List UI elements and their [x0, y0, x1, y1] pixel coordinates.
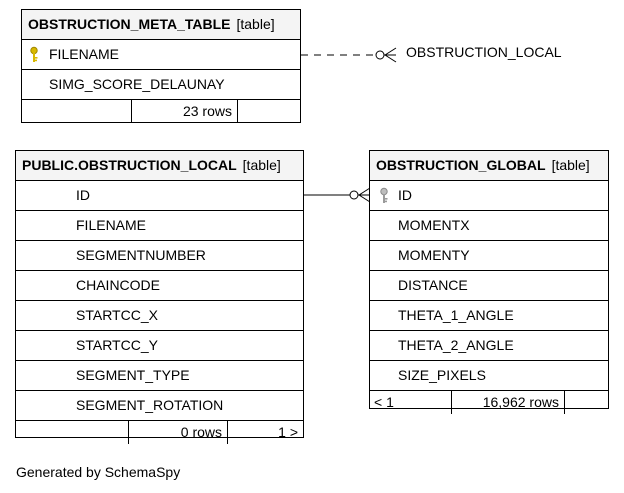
- row-count: 0 rows: [128, 421, 227, 444]
- table-public-obstruction-local[interactable]: PUBLIC.OBSTRUCTION_LOCAL [table] ID FILEN…: [15, 150, 304, 444]
- table-kind: [table]: [242, 157, 281, 173]
- column-row[interactable]: SEGMENT_TYPE: [16, 361, 303, 391]
- column-row[interactable]: SEGMENT_ROTATION: [16, 391, 303, 421]
- table-name: OBSTRUCTION_META_TABLE: [28, 16, 231, 32]
- column-name: STARTCC_Y: [76, 337, 158, 353]
- footer-right: [564, 391, 608, 414]
- column-name: SEGMENT_ROTATION: [76, 397, 224, 413]
- table-name: PUBLIC.OBSTRUCTION_LOCAL: [22, 157, 237, 173]
- column-row[interactable]: STARTCC_Y: [16, 331, 303, 361]
- column-row[interactable]: ID: [370, 181, 608, 211]
- meta-to-external-relationship: [301, 47, 397, 63]
- column-row[interactable]: SIMG_SCORE_DELAUNAY: [22, 70, 300, 100]
- footer-right: [237, 100, 300, 123]
- external-table-reference[interactable]: OBSTRUCTION_LOCAL: [406, 44, 562, 60]
- column-name: MOMENTX: [398, 217, 470, 233]
- column-name: SEGMENT_TYPE: [76, 367, 190, 383]
- table-kind: [table]: [236, 16, 275, 32]
- column-row[interactable]: THETA_1_ANGLE: [370, 301, 608, 331]
- table-name: OBSTRUCTION_GLOBAL: [376, 157, 546, 173]
- table-footer: 23 rows: [22, 100, 300, 123]
- table-header: PUBLIC.OBSTRUCTION_LOCAL [table]: [16, 151, 303, 181]
- column-name: FILENAME: [49, 46, 120, 62]
- column-name: FILENAME: [76, 217, 147, 233]
- column-name: THETA_1_ANGLE: [398, 307, 514, 323]
- local-to-global-relationship: [304, 187, 371, 203]
- column-row[interactable]: THETA_2_ANGLE: [370, 331, 608, 361]
- column-row[interactable]: FILENAME: [16, 211, 303, 241]
- footer-right[interactable]: 1 >: [227, 421, 303, 444]
- key-icon: [30, 46, 38, 62]
- table-header: OBSTRUCTION_GLOBAL [table]: [370, 151, 608, 181]
- column-name: SIZE_PIXELS: [398, 367, 486, 383]
- column-row[interactable]: STARTCC_X: [16, 301, 303, 331]
- column-name: THETA_2_ANGLE: [398, 337, 514, 353]
- column-row[interactable]: FILENAME: [22, 40, 300, 70]
- table-kind: [table]: [551, 157, 590, 173]
- table-footer: 0 rows 1 >: [16, 421, 303, 444]
- column-name: STARTCC_X: [76, 307, 158, 323]
- generated-by-note: Generated by SchemaSpy: [16, 464, 181, 480]
- footer-left: [16, 421, 128, 444]
- column-row[interactable]: DISTANCE: [370, 271, 608, 301]
- table-obstruction-global[interactable]: OBSTRUCTION_GLOBAL [table] ID MOMENTX MOM…: [369, 150, 609, 414]
- column-name: DISTANCE: [398, 277, 468, 293]
- column-row[interactable]: MOMENTY: [370, 241, 608, 271]
- column-row[interactable]: SIZE_PIXELS: [370, 361, 608, 391]
- table-obstruction-meta-table[interactable]: OBSTRUCTION_META_TABLE [table] FILENAME S…: [21, 9, 301, 123]
- table-header: OBSTRUCTION_META_TABLE [table]: [22, 10, 300, 40]
- column-name: SIMG_SCORE_DELAUNAY: [49, 76, 225, 92]
- footer-left[interactable]: < 1: [374, 394, 394, 410]
- column-row[interactable]: SEGMENTNUMBER: [16, 241, 303, 271]
- key-icon: [380, 187, 388, 203]
- column-name: ID: [76, 187, 90, 203]
- row-count: 16,962 rows: [451, 391, 564, 414]
- table-footer: < 1 16,962 rows: [370, 391, 608, 414]
- column-row[interactable]: CHAINCODE: [16, 271, 303, 301]
- row-count: 23 rows: [131, 100, 237, 123]
- column-name: ID: [398, 187, 412, 203]
- footer-left: [22, 100, 131, 123]
- column-name: MOMENTY: [398, 247, 470, 263]
- column-row[interactable]: ID: [16, 181, 303, 211]
- column-row[interactable]: MOMENTX: [370, 211, 608, 241]
- column-name: SEGMENTNUMBER: [76, 247, 206, 263]
- column-name: CHAINCODE: [76, 277, 161, 293]
